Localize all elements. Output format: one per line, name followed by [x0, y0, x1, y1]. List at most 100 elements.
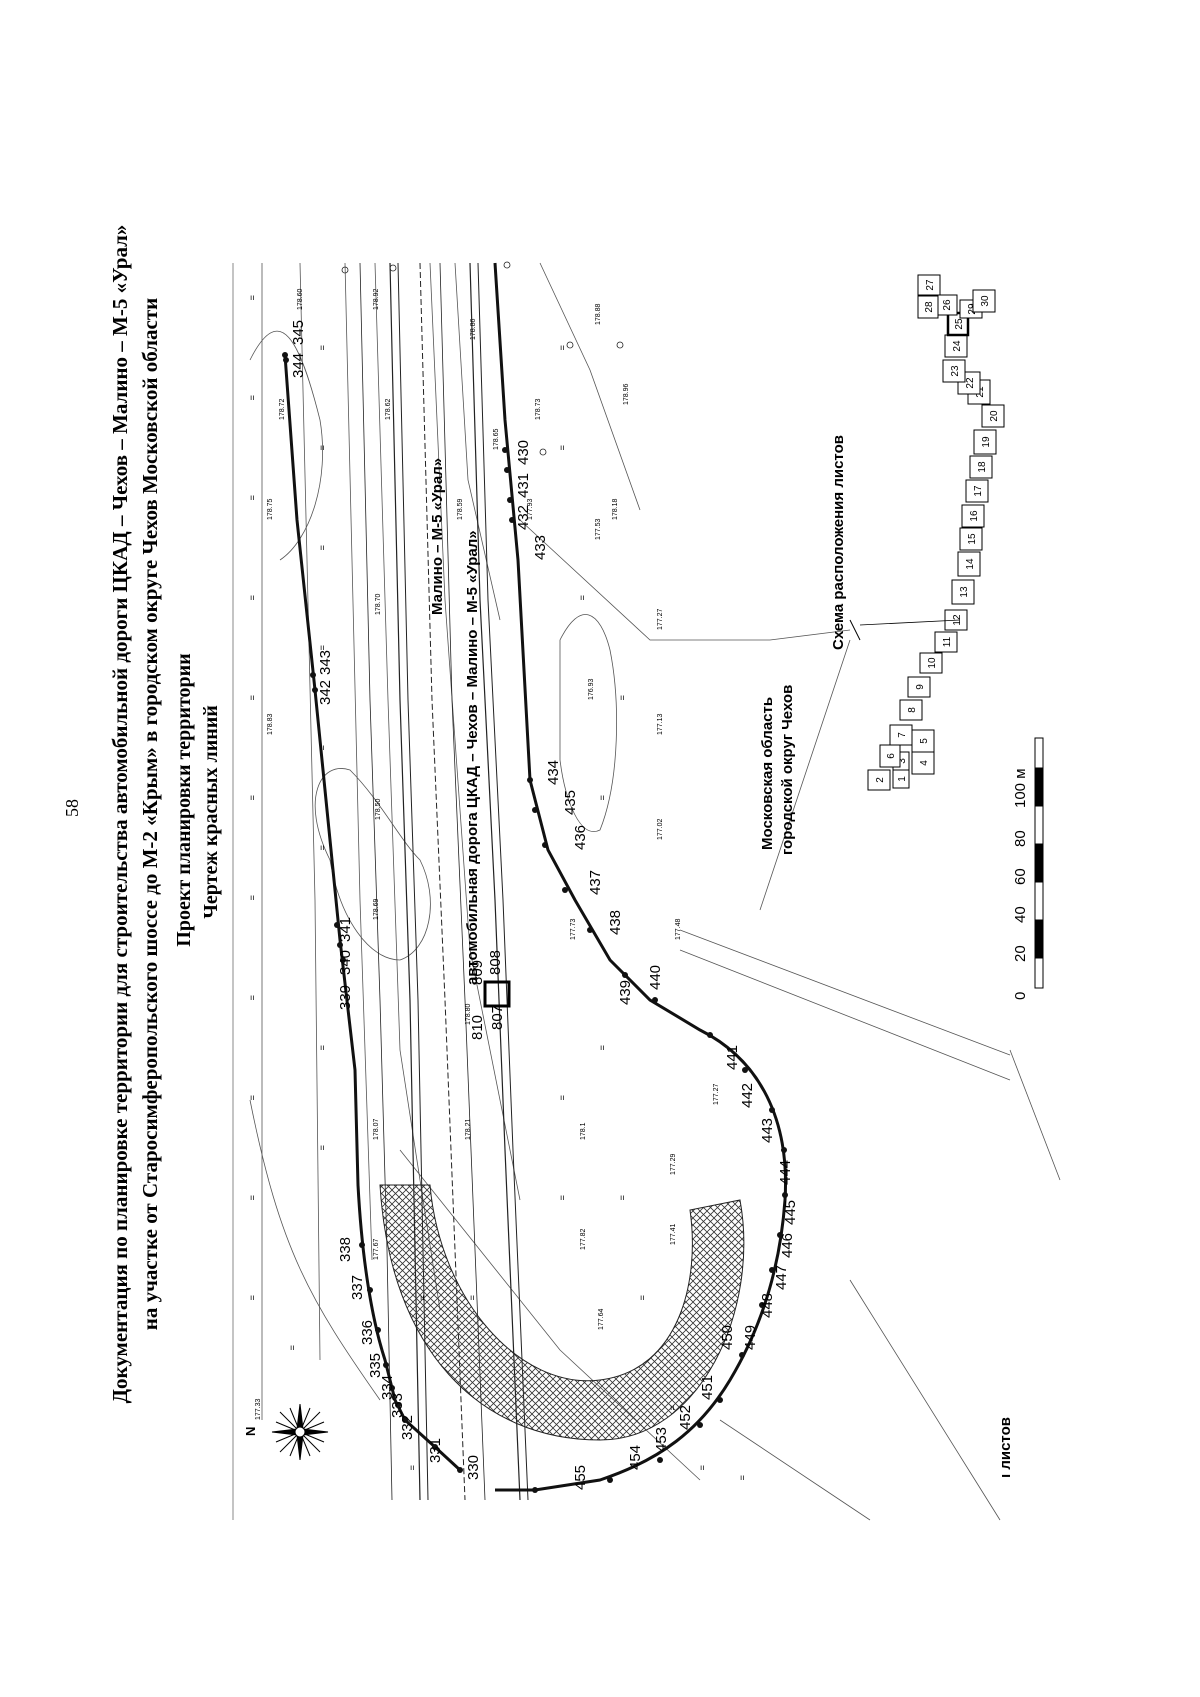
sheet-label: 26 — [942, 299, 953, 311]
terrain-symbol: ıı — [600, 1043, 604, 1052]
sheet-box — [972, 289, 996, 313]
terrain-symbol: ıı — [250, 793, 254, 802]
compass-rose — [271, 1403, 329, 1461]
pt-446: 446 — [779, 1233, 796, 1258]
inner-plot — [483, 980, 511, 1008]
title-line-4: Чертеж красных линий — [200, 705, 222, 919]
sheet-label: 17 — [973, 485, 984, 497]
elevation-mark: 178.96 — [623, 383, 630, 405]
sheet-label: 11 — [942, 636, 953, 647]
pt-344: 344 — [290, 353, 307, 378]
terrain-symbol: ıı — [620, 693, 624, 702]
scale-tick-0: 0 — [1012, 992, 1029, 1000]
terrain-symbol: ıı — [320, 1143, 324, 1152]
terrain-symbol: ıı — [250, 293, 254, 302]
pt-453: 453 — [653, 1427, 670, 1452]
pt-435: 435 — [562, 790, 579, 815]
pt-445: 445 — [782, 1200, 799, 1225]
terrain-symbol: ıı — [250, 1193, 254, 1202]
elevation-mark: 177.41 — [670, 1223, 677, 1245]
scale-tick-60: 60 — [1012, 868, 1029, 885]
terrain-symbol: ıı — [250, 1293, 254, 1302]
elevation-mark: 178.50 — [375, 798, 382, 820]
sheet-label: 20 — [989, 410, 1000, 422]
sheet-box — [917, 274, 941, 296]
pt-441: 441 — [724, 1045, 741, 1070]
pt-436: 436 — [572, 825, 589, 850]
pt-443: 443 — [759, 1118, 776, 1143]
pt-338: 338 — [337, 1237, 354, 1262]
terrain-symbol: ıı — [250, 493, 254, 502]
north-label: N — [243, 1427, 258, 1436]
pt-437: 437 — [587, 870, 604, 895]
pt-333: 333 — [389, 1393, 406, 1418]
terrain-symbol: ıı — [250, 593, 254, 602]
sheet-label: 18 — [977, 461, 988, 473]
sheet-label: 19 — [981, 436, 992, 448]
elevation-mark: 177.64 — [598, 1308, 605, 1330]
terrain-symbol: ıı — [320, 843, 324, 852]
pt-330: 330 — [465, 1455, 482, 1480]
terrain-symbol: ıı — [670, 1403, 674, 1412]
sheet-box — [965, 479, 989, 503]
scale-tick-40: 40 — [1012, 906, 1029, 923]
sheet-label: 25 — [954, 318, 965, 330]
sheet-label: 15 — [967, 533, 978, 545]
elevation-mark: 177.82 — [580, 1228, 587, 1250]
sheet-box — [867, 769, 891, 791]
pt-332: 332 — [399, 1415, 416, 1440]
elevation-mark: 176.93 — [588, 678, 595, 700]
pt-810: 810 — [469, 1015, 486, 1040]
red-line-upper — [282, 352, 463, 1473]
sheet-box — [899, 699, 923, 721]
pt-431: 431 — [515, 473, 532, 498]
terrain-symbol: ıı — [250, 693, 254, 702]
sheet-label: 6 — [886, 753, 897, 759]
sheet-label: 3 — [897, 758, 908, 764]
terrain-symbol: ıı — [250, 893, 254, 902]
elevation-mark: 178.92 — [373, 288, 380, 310]
sheet-box — [959, 527, 983, 551]
terrain-symbol: ıı — [410, 1463, 414, 1472]
pt-454: 454 — [627, 1445, 644, 1470]
terrain-symbol: ıı — [580, 593, 584, 602]
elevation-mark: 178.80 — [465, 1003, 472, 1025]
sheet-box — [907, 676, 931, 698]
elevation-mark: 178.1 — [580, 1122, 587, 1140]
elevation-mark: 177.27 — [657, 608, 664, 630]
terrain-symbol: ıı — [700, 1463, 704, 1472]
elevation-mark: 178.59 — [457, 498, 464, 520]
sheet-label: 27 — [925, 279, 936, 291]
sheet-box — [961, 504, 985, 528]
sheet-box — [981, 404, 1005, 428]
terrain-symbol: ıı — [320, 743, 324, 752]
terrain-symbol: ıı — [560, 1193, 564, 1202]
elevation-mark: 177.13 — [657, 713, 664, 735]
elevation-mark: 177.29 — [670, 1153, 677, 1175]
elevation-mark: 178.73 — [535, 398, 542, 420]
terrain-symbol: ıı — [290, 1343, 294, 1352]
sheet-box — [889, 724, 913, 746]
sheet-box — [919, 652, 943, 674]
elevation-mark: 178.65 — [493, 428, 500, 450]
pt-345: 345 — [290, 320, 307, 345]
scheme-label: Схема расположения листов — [830, 435, 847, 650]
pt-430: 430 — [515, 440, 532, 465]
pt-341: 341 — [337, 917, 354, 942]
elevation-mark: 177.93 — [527, 498, 534, 520]
road-label-branch: Малино – М-5 «Урал» — [429, 458, 446, 615]
terrain-symbol: ıı — [320, 543, 324, 552]
pt-342: 342 — [317, 680, 334, 705]
pt-432: 432 — [515, 505, 532, 530]
sheet-label: 5 — [919, 738, 930, 744]
elevation-mark: 178.21 — [465, 1118, 472, 1140]
sheet-label: 16 — [969, 510, 980, 522]
terrain-symbol: ıı — [640, 1293, 644, 1302]
terrain-symbol: ıı — [470, 1293, 474, 1302]
scheme-leader — [849, 619, 861, 641]
title-line-2: на участке от Старосимферопольского шосс… — [138, 298, 162, 1331]
sheet-label: 1 — [897, 776, 908, 782]
terrain-symbol: ıı — [560, 343, 564, 352]
